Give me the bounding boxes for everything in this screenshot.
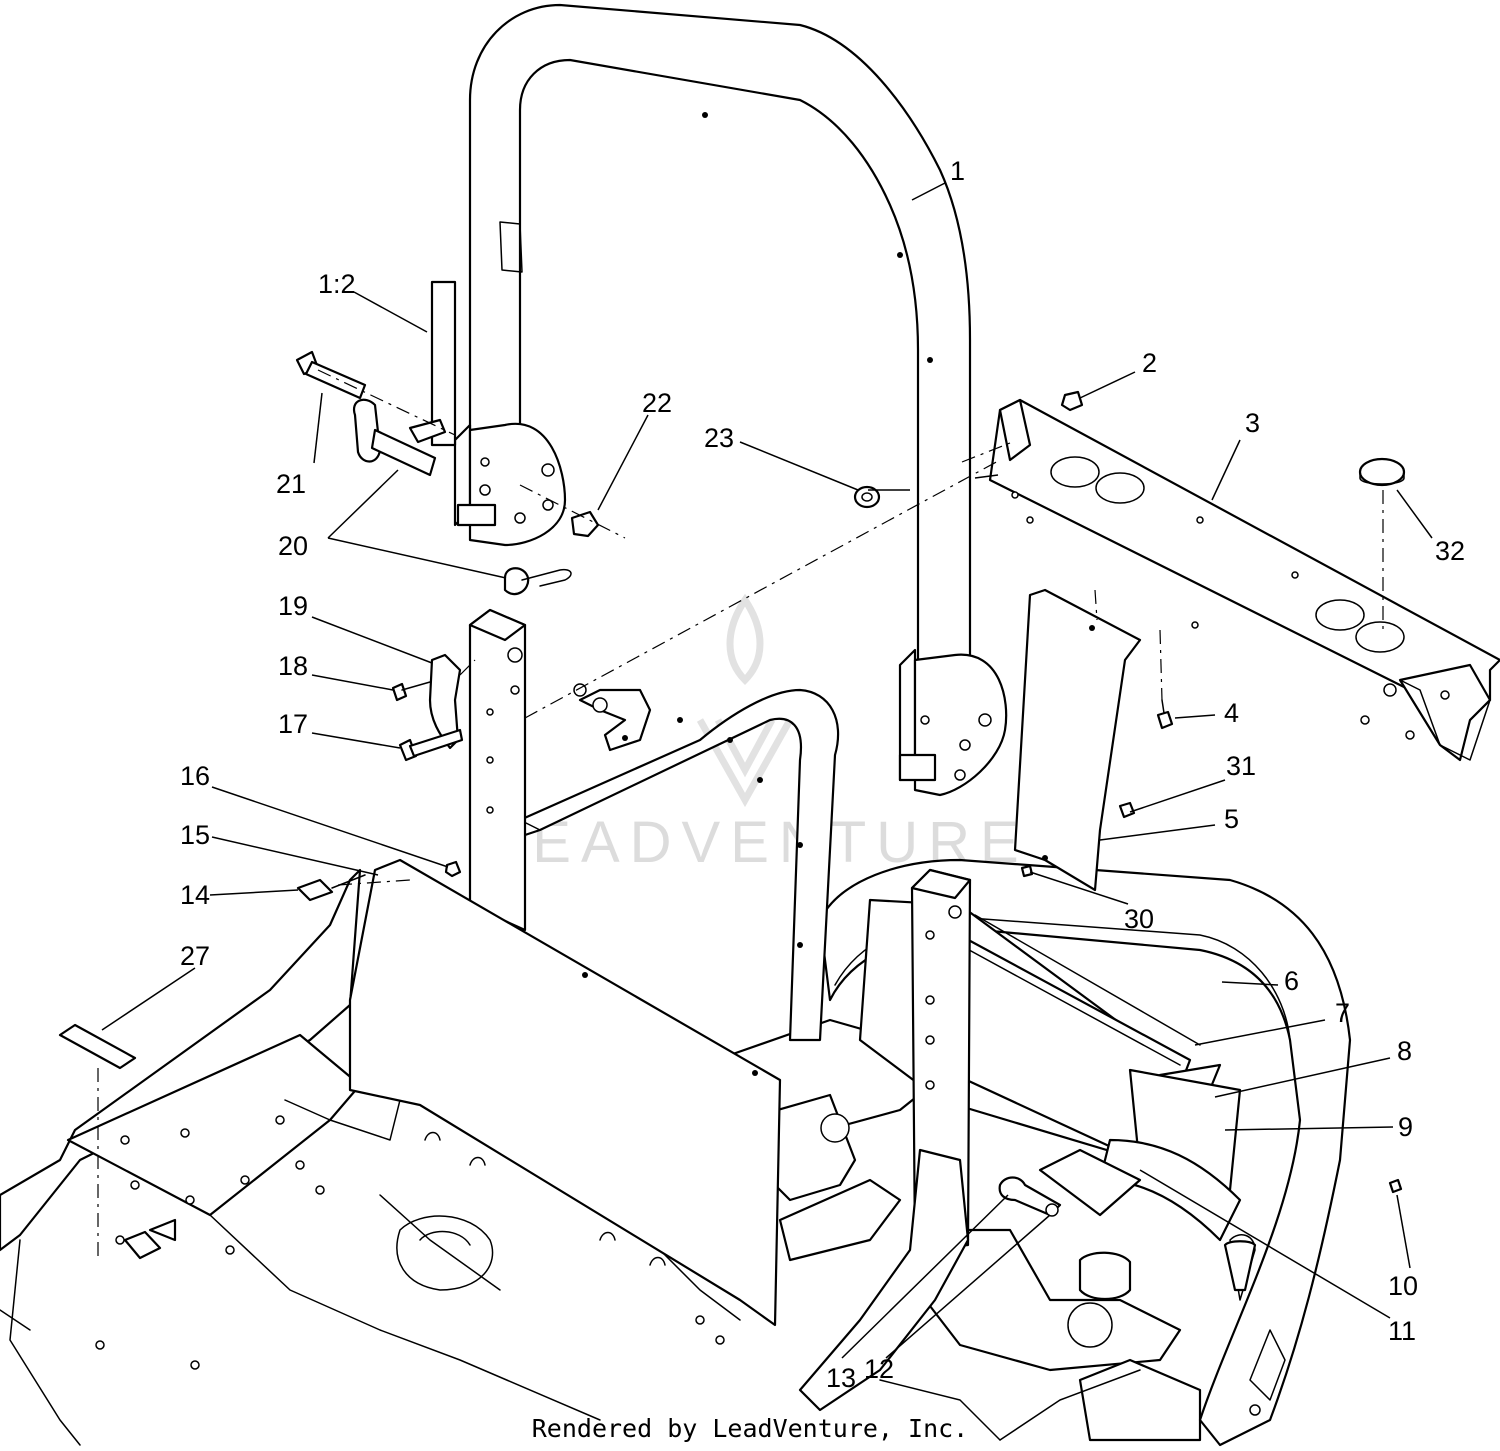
callout-1: 1: [950, 156, 965, 186]
callout-2: 2: [1142, 348, 1157, 378]
callout-9: 9: [1398, 1112, 1413, 1142]
callout-22: 22: [642, 388, 672, 418]
callout-23: 23: [704, 423, 734, 453]
roll-bar-1: [453, 3, 1008, 797]
plate-5: [1013, 588, 1142, 892]
callout-16: 16: [180, 761, 210, 791]
callout-19: 19: [278, 591, 308, 621]
callout-20: 20: [278, 531, 308, 561]
callout-7: 7: [1335, 998, 1350, 1028]
callout-15: 15: [180, 820, 210, 850]
cross-member-3: [988, 398, 1500, 762]
callout-1-2: 1:2: [318, 269, 356, 299]
callout-6: 6: [1284, 966, 1299, 996]
decal-1-2: [430, 280, 457, 447]
callout-30: 30: [1124, 904, 1154, 934]
callout-21: 21: [276, 469, 306, 499]
callout-5: 5: [1224, 804, 1239, 834]
callout-labels: 1 1:2 2 3 4 5 6 7 8 9 10 11 12 13 14 15 …: [180, 156, 1465, 1393]
callout-18: 18: [278, 651, 308, 681]
callout-8: 8: [1397, 1036, 1412, 1066]
footer-credit: Rendered by LeadVenture, Inc.: [531, 1414, 969, 1443]
callout-31: 31: [1226, 751, 1256, 781]
callout-14: 14: [180, 880, 210, 910]
right-upright: [798, 868, 972, 1412]
callout-3: 3: [1245, 408, 1260, 438]
left-upright: [468, 608, 527, 932]
leader-lines: [101, 182, 1433, 1359]
callout-32: 32: [1435, 536, 1465, 566]
callout-10: 10: [1388, 1271, 1418, 1301]
callout-11: 11: [1388, 1316, 1416, 1346]
plug-32: [1358, 457, 1406, 487]
assembly-lines: [97, 369, 1384, 1258]
callout-12: 12: [864, 1354, 894, 1384]
callout-17: 17: [278, 709, 308, 739]
callout-4: 4: [1224, 698, 1239, 728]
seat-panel-15: [348, 858, 782, 1327]
callout-27: 27: [180, 941, 210, 971]
callout-13: 13: [826, 1363, 856, 1393]
